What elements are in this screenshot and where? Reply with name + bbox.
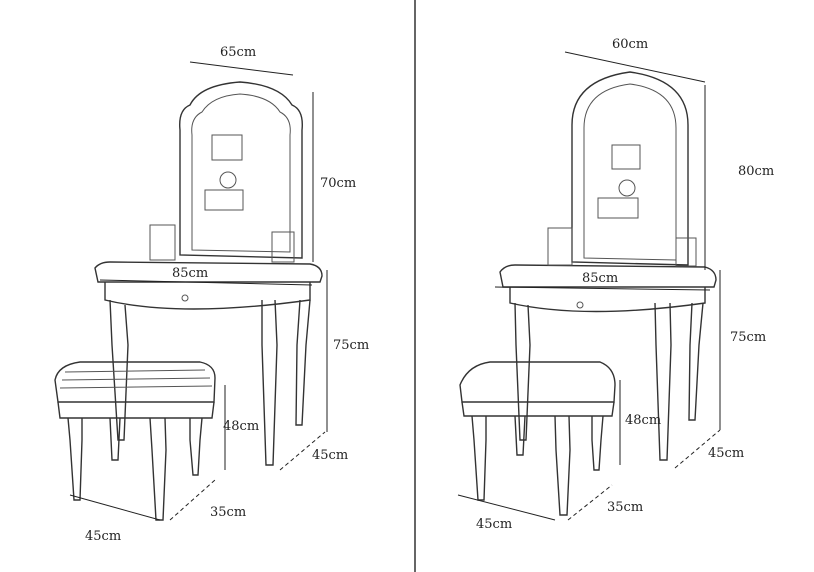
left-stool-width-label: 45cm bbox=[85, 529, 121, 544]
right-stool-depth-label: 35cm bbox=[607, 500, 643, 515]
right-stool-width-label: 45cm bbox=[476, 517, 512, 532]
left-dimension-lines bbox=[69, 61, 328, 521]
right-mirror bbox=[571, 71, 689, 266]
left-table-height-label: 75cm bbox=[333, 338, 369, 353]
left-vanity-set: 65cm 70cm 85cm 75cm 45cm 48cm 35cm 45cm bbox=[54, 45, 369, 544]
left-mirror-width-label: 65cm bbox=[220, 45, 256, 60]
left-stool-depth-label: 35cm bbox=[210, 505, 246, 520]
left-stool-height-label: 48cm bbox=[223, 419, 259, 434]
right-table-width-label: 85cm bbox=[582, 271, 618, 286]
right-mirror-width-label: 60cm bbox=[612, 37, 648, 52]
right-table-depth-label: 45cm bbox=[708, 446, 744, 461]
left-table-width-label: 85cm bbox=[172, 266, 208, 281]
right-stool bbox=[459, 361, 616, 516]
left-table bbox=[94, 224, 323, 466]
right-table-height-label: 75cm bbox=[730, 330, 766, 345]
right-dimension-lines bbox=[457, 51, 721, 521]
right-vanity-set: 60cm 80cm 85cm 75cm 45cm 48cm 35cm 45cm bbox=[457, 37, 774, 532]
left-mirror-height-label: 70cm bbox=[320, 176, 356, 191]
right-mirror-height-label: 80cm bbox=[738, 164, 774, 179]
left-table-depth-label: 45cm bbox=[312, 448, 348, 463]
left-mirror bbox=[179, 81, 303, 259]
right-stool-height-label: 48cm bbox=[625, 413, 661, 428]
left-stool bbox=[54, 361, 216, 521]
